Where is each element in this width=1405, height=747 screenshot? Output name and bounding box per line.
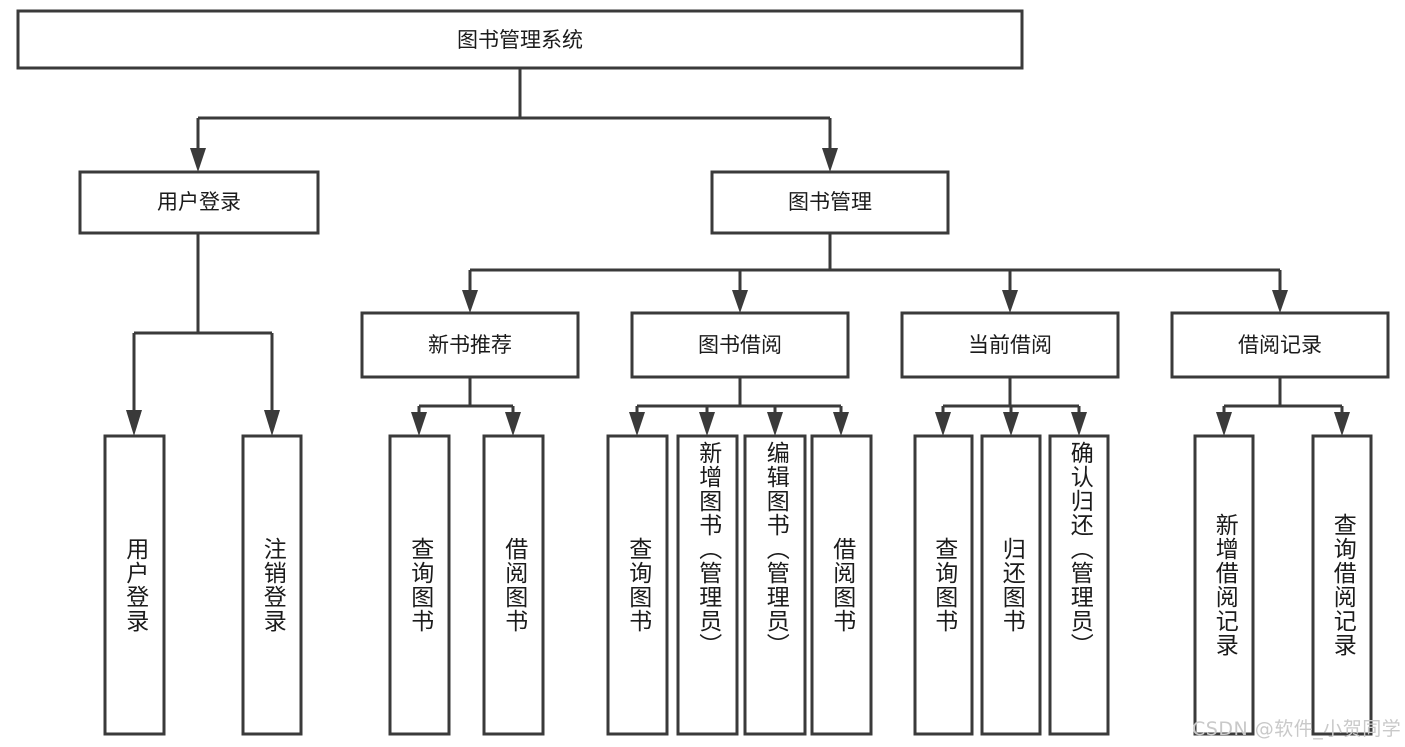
node-book-management-box[interactable] bbox=[710, 170, 950, 235]
arrow-head-leaf-confirm-return-admin bbox=[1071, 412, 1087, 436]
arrow-head-leaf-logout-login bbox=[264, 410, 280, 436]
arrow-head-current-borrow bbox=[1002, 290, 1018, 313]
leaf-box-borrow-book[interactable] bbox=[810, 434, 873, 736]
arrow-head-leaf-edit-book-admin bbox=[767, 412, 783, 436]
arrow-head-leaf-return-book bbox=[1003, 412, 1019, 436]
connector-group-root bbox=[190, 68, 838, 172]
leaf-box-query-book-new[interactable] bbox=[388, 434, 451, 736]
node-user-login-label: 用户登录 bbox=[157, 190, 241, 214]
connector-group-new-book-recommend bbox=[411, 377, 521, 436]
node-current-borrow-label: 当前借阅 bbox=[968, 333, 1052, 357]
leaf-box-add-book-admin[interactable] bbox=[676, 434, 739, 736]
node-book-management[interactable]: 图书管理 bbox=[710, 170, 950, 235]
node-borrow-record-label: 借阅记录 bbox=[1238, 333, 1322, 357]
connector-group-book-management bbox=[462, 233, 1288, 313]
leaf-box-borrow-book-new[interactable] bbox=[482, 434, 545, 736]
arrow-head-book-management bbox=[822, 148, 838, 172]
arrow-head-leaf-query-borrow-record bbox=[1334, 412, 1350, 436]
node-current-borrow[interactable]: 当前借阅 bbox=[900, 311, 1120, 379]
leaf-box-query-book-borrow[interactable] bbox=[606, 434, 669, 736]
leaf-box-user-login[interactable] bbox=[103, 434, 166, 736]
connector-group-current-borrow bbox=[935, 377, 1087, 436]
connector-group-book-borrow bbox=[629, 377, 849, 436]
node-borrow-record-box[interactable] bbox=[1170, 311, 1390, 379]
leaf-box-edit-book-admin[interactable] bbox=[743, 434, 807, 736]
arrow-head-new-book-recommend bbox=[462, 290, 478, 313]
node-new-book-recommend[interactable]: 新书推荐 bbox=[360, 311, 580, 379]
arrow-head-leaf-user-login bbox=[126, 410, 142, 436]
arrow-head-leaf-borrow-book-new bbox=[505, 412, 521, 436]
arrow-head-leaf-add-book-admin bbox=[699, 412, 715, 436]
connector-group-borrow-record bbox=[1216, 377, 1350, 436]
node-book-borrow-label: 图书借阅 bbox=[698, 333, 782, 357]
leaf-box-confirm-return-admin[interactable] bbox=[1048, 434, 1110, 736]
arrow-head-leaf-borrow-book bbox=[833, 412, 849, 436]
leaf-box-return-book[interactable] bbox=[980, 434, 1042, 736]
arrow-head-book-borrow bbox=[732, 290, 748, 313]
arrow-head-leaf-query-book-new bbox=[411, 412, 427, 436]
node-new-book-recommend-label: 新书推荐 bbox=[428, 333, 512, 357]
node-borrow-record[interactable]: 借阅记录 bbox=[1170, 311, 1390, 379]
leaf-box-query-book-current[interactable] bbox=[913, 434, 974, 736]
node-user-login-box[interactable] bbox=[78, 170, 320, 235]
connector-group-user-login bbox=[126, 233, 280, 436]
node-root[interactable]: 图书管理系统 bbox=[16, 9, 1024, 70]
node-user-login[interactable]: 用户登录 bbox=[78, 170, 320, 235]
leaf-box-logout-login[interactable] bbox=[241, 434, 303, 736]
node-new-book-recommend-box[interactable] bbox=[360, 311, 580, 379]
arrow-head-borrow-record bbox=[1272, 290, 1288, 313]
node-book-management-label: 图书管理 bbox=[788, 190, 872, 214]
arrow-head-leaf-query-book-current bbox=[935, 412, 951, 436]
csdn-watermark: CSDN @软件_小贺同学 bbox=[1192, 718, 1402, 740]
arrow-head-leaf-add-borrow-record bbox=[1216, 412, 1232, 436]
node-current-borrow-box[interactable] bbox=[900, 311, 1120, 379]
node-book-borrow-box[interactable] bbox=[630, 311, 850, 379]
arrow-head-leaf-query-book-borrow bbox=[629, 412, 645, 436]
leaf-box-add-borrow-record[interactable] bbox=[1193, 434, 1255, 736]
leaf-boxes bbox=[103, 434, 1373, 736]
node-root-label: 图书管理系统 bbox=[457, 28, 583, 52]
node-book-borrow[interactable]: 图书借阅 bbox=[630, 311, 850, 379]
node-root-box[interactable] bbox=[16, 9, 1024, 70]
arrow-head-user-login bbox=[190, 148, 206, 172]
leaf-box-query-borrow-record[interactable] bbox=[1311, 434, 1373, 736]
